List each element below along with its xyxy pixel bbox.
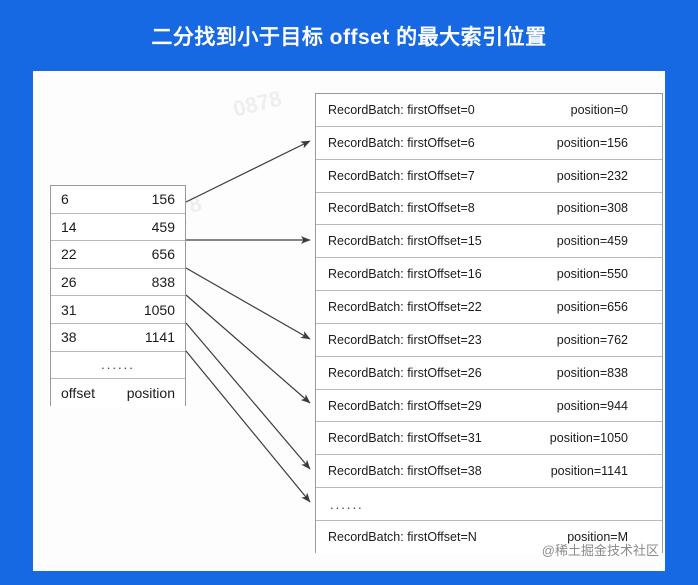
segment-row: RecordBatch: firstOffset=16 position=550 [316, 258, 662, 292]
segment-batch-cell: RecordBatch: firstOffset=26 [328, 365, 482, 380]
index-position-cell: 656 [151, 246, 175, 263]
segment-position-cell: position=232 [556, 168, 628, 183]
index-to-batch-arrow [185, 140, 311, 203]
index-ellipsis-text: ...... [101, 357, 135, 373]
segment-ellipsis-row: ...... [316, 488, 662, 521]
segment-row: RecordBatch: firstOffset=22 position=656 [316, 291, 662, 324]
index-offset-cell: 14 [61, 218, 77, 235]
segment-row: RecordBatch: firstOffset=38 position=114… [316, 455, 662, 489]
index-offset-cell: 26 [61, 274, 77, 291]
index-row: 14 459 [51, 213, 185, 242]
index-position-cell: 838 [151, 274, 175, 291]
segment-row: RecordBatch: firstOffset=N position=M [316, 520, 662, 554]
segment-position-cell: position=0 [570, 102, 628, 117]
page-title: 二分找到小于目标 offset 的最大索引位置 [151, 25, 547, 49]
index-offset-cell: 22 [61, 246, 77, 263]
segment-batch-cell: RecordBatch: firstOffset=N [328, 530, 477, 545]
segment-position-cell: position=459 [556, 234, 628, 249]
index-position-cell: 156 [151, 191, 175, 208]
segment-row: RecordBatch: firstOffset=0 position=0 [316, 94, 662, 127]
log-segment-table: RecordBatch: firstOffset=0 position=0 Re… [315, 93, 663, 554]
site-watermark: @稀土掘金技术社区 [541, 543, 659, 558]
segment-position-cell: position=M [567, 530, 628, 545]
segment-position-cell: position=1141 [550, 464, 628, 479]
index-to-batch-arrow [185, 350, 311, 503]
index-to-batch-arrow [185, 322, 311, 470]
segment-row: RecordBatch: firstOffset=8 position=308 [316, 192, 662, 226]
watermark-faint: 0878 [230, 85, 285, 122]
segment-position-cell: position=308 [556, 201, 628, 216]
index-row: 26 838 [51, 268, 185, 297]
index-row: 38 1141 [51, 323, 185, 352]
segment-row: RecordBatch: firstOffset=31 position=105… [316, 422, 662, 456]
segment-position-cell: position=944 [556, 398, 628, 413]
segment-position-cell: position=1050 [549, 431, 628, 446]
offset-index-table: 6 156 14 459 22 656 26 838 31 1050 38 11… [50, 185, 186, 407]
segment-batch-cell: RecordBatch: firstOffset=23 [328, 332, 482, 347]
index-offset-cell: 6 [61, 191, 69, 208]
index-header-position: position [126, 384, 175, 401]
index-row: 22 656 [51, 241, 185, 269]
segment-position-cell: position=838 [556, 365, 628, 380]
segment-batch-cell: RecordBatch: firstOffset=7 [328, 168, 475, 183]
segment-position-cell: position=550 [556, 267, 628, 282]
segment-batch-cell: RecordBatch: firstOffset=29 [328, 398, 482, 413]
index-ellipsis-row: ...... [51, 351, 185, 380]
segment-ellipsis-text: ...... [330, 496, 364, 512]
segment-row: RecordBatch: firstOffset=26 position=838 [316, 356, 662, 390]
index-to-batch-arrow [185, 267, 311, 340]
segment-batch-cell: RecordBatch: firstOffset=22 [328, 299, 482, 314]
segment-row: RecordBatch: firstOffset=29 position=944 [316, 389, 662, 423]
segment-position-cell: position=762 [556, 332, 628, 347]
segment-row: RecordBatch: firstOffset=23 position=762 [316, 323, 662, 357]
index-row: 6 156 [51, 186, 185, 214]
index-to-batch-arrow [185, 294, 311, 404]
index-offset-cell: 31 [61, 301, 77, 318]
index-offset-cell: 38 [61, 329, 77, 346]
index-header-offset: offset [61, 384, 95, 401]
segment-batch-cell: RecordBatch: firstOffset=38 [328, 464, 482, 479]
index-header-row: offset position [51, 379, 185, 407]
segment-row: RecordBatch: firstOffset=7 position=232 [316, 159, 662, 193]
segment-batch-cell: RecordBatch: firstOffset=15 [328, 234, 482, 249]
segment-position-cell: position=656 [556, 299, 628, 314]
diagram-canvas: 0878 稀土掘金 0878 稀土掘金 稀土掘金 0878 6 156 14 4… [33, 71, 665, 571]
segment-position-cell: position=156 [556, 135, 628, 150]
segment-batch-cell: RecordBatch: firstOffset=6 [328, 135, 475, 150]
segment-batch-cell: RecordBatch: firstOffset=16 [328, 267, 482, 282]
segment-batch-cell: RecordBatch: firstOffset=8 [328, 201, 475, 216]
index-position-cell: 1141 [144, 329, 175, 346]
segment-row: RecordBatch: firstOffset=15 position=459 [316, 225, 662, 259]
index-position-cell: 1050 [143, 301, 175, 318]
segment-batch-cell: RecordBatch: firstOffset=0 [328, 102, 475, 117]
segment-batch-cell: RecordBatch: firstOffset=31 [328, 431, 482, 446]
segment-row: RecordBatch: firstOffset=6 position=156 [316, 126, 662, 160]
index-row: 31 1050 [51, 296, 185, 324]
index-position-cell: 459 [151, 218, 175, 235]
